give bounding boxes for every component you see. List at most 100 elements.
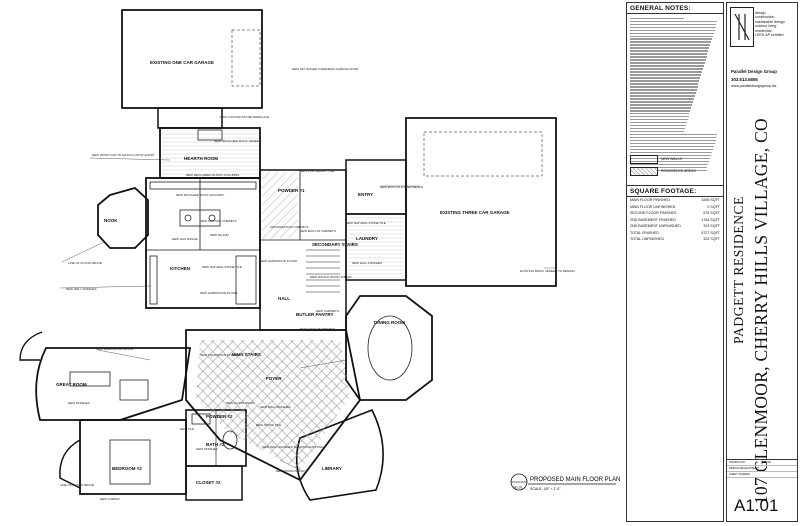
legend-new-walls: NEW WALLS (630, 153, 720, 165)
sqft-label: MAIN FLOOR UNFINISHED (630, 204, 676, 209)
plan-note: NEW ARCH AT OPENING (300, 327, 336, 331)
plan-note: NEW HARDWOOD FLOOR (260, 259, 298, 263)
info-row: SHEET NUMBER: (727, 472, 797, 478)
room-label: EXISTING THREE CAR GARAGE (440, 210, 510, 215)
plan-note: NEW HARDWOOD FLOOR (200, 291, 238, 295)
tagline-line: outdoor living (755, 24, 777, 29)
note-line (630, 136, 717, 139)
note-line (630, 44, 711, 46)
sqft-value: 324 SQFT (703, 224, 720, 229)
tagline-line: residential (755, 28, 772, 33)
note-line (630, 107, 692, 109)
plan-note: NEW FULL HEIGHT TILE (300, 169, 334, 173)
issue-info-table: ISSUED FOR:DATE:DESIGN DEVELOPMENT SHEET … (727, 459, 797, 478)
note-line (630, 131, 684, 133)
plan-note: NEW 30X30 NEW ROCK VENEER (214, 139, 262, 143)
note-line (630, 83, 699, 85)
plan-note: NEW BUILT-IN CABINETS (300, 229, 336, 233)
note-line (630, 29, 715, 31)
tagline-line: construction (755, 15, 775, 20)
room-label: GREAT ROOM (56, 382, 87, 387)
plan-note: NEW FINISHES (68, 401, 90, 405)
room-label: NOOK (104, 218, 118, 223)
note-line (630, 125, 686, 127)
room-label: LAUNDRY (356, 236, 378, 241)
firm-name: Parallel Design Group (731, 69, 777, 74)
sqft-value: 324 SQFT (703, 237, 720, 242)
note-line (630, 68, 703, 70)
room-label: LIBRARY (322, 466, 342, 471)
plan-note: ORGANIZATION CABINETS (270, 225, 308, 229)
plan-note: NEW CUSTOM CABINETS (200, 219, 237, 223)
note-line (630, 98, 694, 100)
note-line (630, 32, 714, 34)
plan-note: NEW CUSTOM STONE FIREPLACE (220, 115, 269, 119)
sqft-label: TOTAL UNFINISHED (630, 237, 665, 242)
note-line (630, 59, 706, 61)
info-cell: DESIGN DEVELOPMENT (729, 467, 760, 470)
square-footage-heading: SQUARE FOOTAGE: (627, 185, 723, 197)
sqft-label: MAIN FLOOR FINISHED (630, 198, 671, 203)
plan-note: NEW GAS RANGE (172, 237, 198, 241)
plan-note: NEW TILE (180, 427, 194, 431)
plan-note: NEW BUILT-IN LOWER BENCH (380, 185, 423, 189)
legend-remodeled-label: REMODELED AREAS (661, 169, 696, 173)
sqft-row: MAIN FLOOR UNFINISHED 0 SQFT (627, 204, 723, 211)
note-line (630, 77, 701, 79)
room-label: BATH #2 (206, 442, 225, 447)
sqft-label: TOTAL FINISHED (630, 230, 659, 235)
floor-plan: EXISTING ONE CAR GARAGE EXISTING THREE CA… (19, 9, 620, 501)
plan-note: NEW WOOD FLOOR (276, 469, 305, 473)
general-notes-text (627, 14, 723, 175)
note-line (630, 56, 707, 58)
note-line (630, 35, 713, 37)
plan-note: NEW RECLAIMED RUSTIC COLUMNS (186, 173, 239, 177)
note-line (630, 145, 714, 148)
tagline-line: LEED AP certified (755, 33, 784, 38)
room-label: EXISTING ONE CAR GARAGE (150, 60, 214, 65)
note-line (630, 113, 690, 115)
project-name: PADGETT RESIDENCE (731, 196, 746, 344)
note-line (630, 157, 711, 160)
note-line (630, 41, 711, 43)
info-cell: DATE: (764, 461, 772, 464)
note-line (630, 148, 713, 151)
firm-website: www.paralleldesigngroup.biz (731, 84, 777, 88)
sqft-row: TOTAL UNFINISHED 324 SQFT (627, 236, 723, 243)
note-line (630, 163, 709, 166)
note-line (630, 17, 684, 19)
room-label: HEARTH ROOM (184, 156, 218, 161)
firm-logo (730, 7, 754, 47)
plan-note: NEW ISLAND (210, 233, 230, 237)
sqft-value: 1784 SQFT (701, 217, 720, 222)
note-line (630, 74, 702, 76)
legend-remodeled-areas: REMODELED AREAS (630, 165, 720, 177)
room-label: POWDER #2 (206, 414, 233, 419)
room-label: FOYER (266, 376, 282, 381)
note-line (630, 119, 688, 121)
note-line (630, 151, 712, 154)
note-line (630, 133, 718, 136)
legend-new-walls-label: NEW WALLS (661, 157, 682, 161)
plan-note: NEW CARPET (100, 497, 120, 501)
plan-note: EXISTING BRICK VENEER TO REMAIN (520, 269, 575, 273)
plan-note: NEW NATURAL STONE TILE (202, 265, 242, 269)
note-line (630, 47, 710, 49)
plan-note: NEW WALL FINISHES TO MATCH EXISTING (262, 445, 324, 449)
plan-note: NEW FLOOR DRAIN (226, 401, 254, 405)
sqft-row: SECOND FLOOR FINISHED 678 SQFT (627, 210, 723, 217)
info-row: ISSUED FOR:DATE: (727, 460, 797, 466)
room-label: MAIN STAIRS (232, 352, 261, 357)
project-address: 107 GLENMOOR, CHERRY HILLS VILLAGE, CO (751, 118, 771, 505)
note-line (630, 71, 702, 73)
new-walls-swatch (630, 154, 658, 164)
note-line (630, 89, 697, 91)
sqft-value: 678 SQFT (703, 211, 720, 216)
sqft-label: SECOND FLOOR FINISHED (630, 211, 677, 216)
note-line (630, 142, 715, 145)
plan-note: NEW TRANSITION AT DROP (200, 353, 240, 357)
sqft-value: 0 SQFT (707, 204, 720, 209)
tagline-line: sustainable design (755, 19, 785, 24)
